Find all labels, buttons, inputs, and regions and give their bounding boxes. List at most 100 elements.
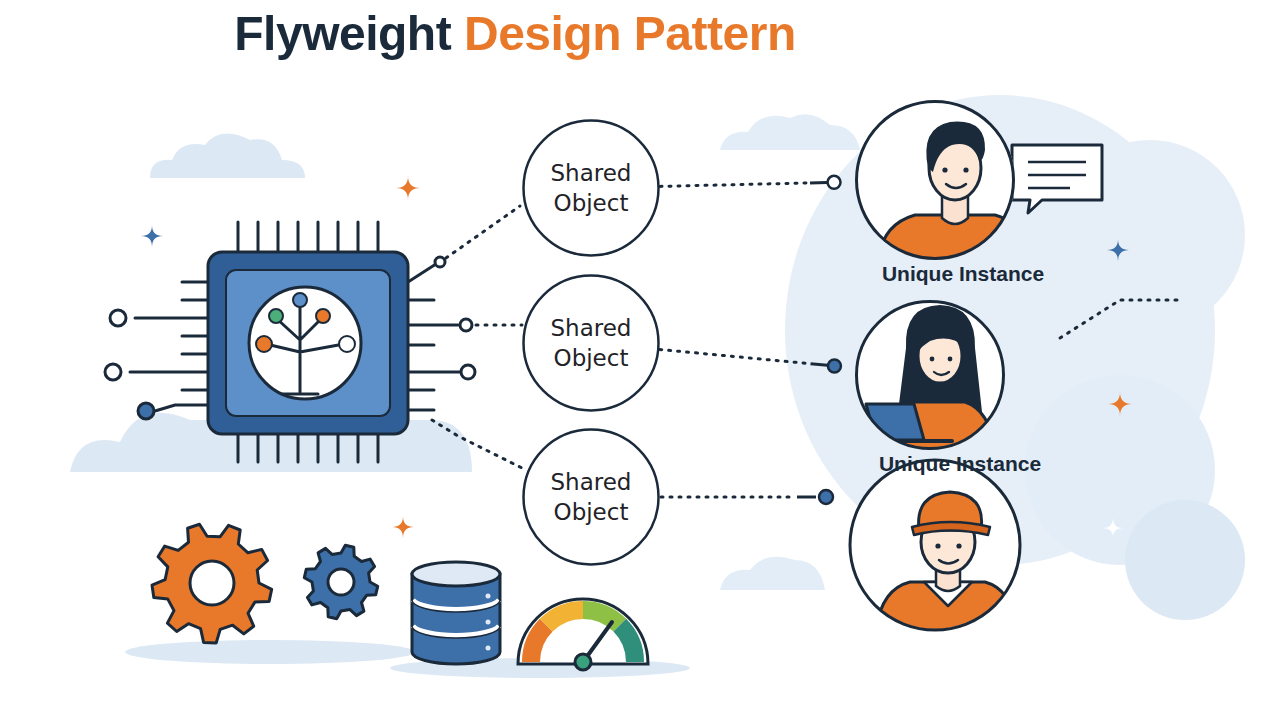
- gear-icon: [190, 561, 234, 605]
- instance-label: Unique Instance: [882, 261, 1044, 287]
- circle-outline: [855, 300, 1005, 450]
- person-illustration: [946, 184, 966, 188]
- chip-icon: [293, 293, 307, 307]
- gear-icon: [152, 524, 378, 643]
- chip-icon: [105, 364, 121, 380]
- leader-line: [661, 496, 795, 499]
- dotted-connector: [811, 364, 828, 366]
- gauge-icon: [546, 610, 583, 625]
- chip-icon: [226, 270, 390, 416]
- person-illustration: [850, 100, 1032, 640]
- person-illustration: [934, 372, 949, 375]
- chip-icon: [249, 287, 361, 399]
- connector-dot: [828, 359, 841, 372]
- chip-icon: [110, 310, 126, 326]
- chip-icon: [266, 304, 344, 394]
- chip-icon: [105, 222, 475, 462]
- leader-line: [661, 490, 833, 504]
- person-illustration: [875, 492, 1018, 640]
- database-icon: [413, 600, 499, 635]
- chip-icon: [256, 336, 272, 352]
- background-cloud: [1125, 500, 1245, 620]
- chip-icon: [238, 434, 378, 462]
- sparkle: [392, 516, 414, 538]
- person-illustration: [930, 357, 935, 362]
- person-illustration: [926, 122, 985, 172]
- sparkle: [141, 225, 163, 247]
- person-illustration: [942, 167, 947, 172]
- text-group: Shared Object: [522, 428, 660, 566]
- circle-outline: [522, 119, 660, 257]
- leader-line: [476, 324, 522, 327]
- circle-outline: [524, 121, 659, 256]
- chip-icon: [208, 252, 408, 434]
- person-illustration: [956, 543, 961, 548]
- database-icon: [486, 594, 491, 599]
- label-group: Unique Instance: [882, 261, 1044, 287]
- background-cloud: [720, 114, 860, 150]
- chip-icon: [238, 222, 378, 252]
- node-text: Shared Object: [535, 158, 647, 218]
- circle-outline: [524, 276, 659, 411]
- person-illustration: [912, 522, 990, 535]
- gauge-icon: [531, 625, 546, 662]
- gauge-icon: [575, 654, 591, 670]
- circle-outline: [522, 428, 660, 566]
- database-icon: [412, 600, 500, 638]
- sparkle: [1103, 518, 1123, 538]
- person-illustration: [935, 543, 940, 548]
- dotted-connector: [660, 349, 811, 363]
- shared-object-circle: Shared Object: [522, 428, 660, 566]
- background-cloud: [150, 134, 305, 178]
- person-illustration: [898, 305, 982, 412]
- leader-line: [446, 206, 520, 258]
- person-illustration: [917, 322, 965, 352]
- dotted-connector: [660, 183, 810, 186]
- connector-dot: [828, 176, 841, 189]
- diagram-title: Flyweight Design Pattern: [234, 4, 795, 64]
- shared-object-circle: Shared Object: [522, 119, 660, 257]
- dotted-connector: [810, 181, 827, 184]
- person-illustration: [948, 357, 953, 362]
- dotted-connector: [660, 176, 841, 189]
- gauge-icon: [518, 599, 648, 670]
- background-cloud: [70, 95, 1245, 678]
- database-icon: [412, 562, 500, 664]
- circle-outline: [855, 100, 1015, 260]
- database-icon: [412, 562, 500, 586]
- chip-icon: [138, 403, 154, 419]
- sparkle: [1107, 239, 1129, 261]
- sparkle: [396, 176, 420, 200]
- person-illustration: [878, 122, 1032, 265]
- chip-icon: [461, 365, 475, 379]
- leader-line: [432, 420, 522, 468]
- chip-icon: [435, 257, 445, 267]
- person-illustration: [850, 460, 1020, 630]
- shared-object-circle: Shared Object: [522, 274, 660, 412]
- person-illustration: [866, 305, 995, 452]
- label-group: Unique Instance: [879, 451, 1041, 477]
- gear-icon: [152, 524, 272, 643]
- person-illustration: [874, 439, 952, 443]
- database-icon: [486, 620, 491, 625]
- leader-line: [819, 490, 833, 504]
- person-illustration: [963, 167, 968, 172]
- speech-bubble: [1012, 145, 1102, 213]
- leader-line: [432, 206, 1178, 468]
- node-text: Shared Object: [535, 313, 647, 373]
- chip-icon: [269, 309, 283, 323]
- speech-bubble: [1028, 162, 1086, 188]
- leader-line: [797, 496, 816, 499]
- leader-line: [1060, 300, 1178, 338]
- gauge-icon: [583, 610, 620, 625]
- chip-icon: [339, 336, 355, 352]
- text-group: Shared Object: [522, 274, 660, 412]
- gear-icon: [328, 569, 354, 595]
- database-icon: [486, 646, 491, 651]
- sparkle: [1108, 392, 1132, 416]
- circle-outline: [857, 302, 1004, 449]
- instance-circle: Unique Instance: [855, 100, 1015, 260]
- circle-outline: [524, 430, 659, 565]
- node-text: Shared Object: [535, 467, 647, 527]
